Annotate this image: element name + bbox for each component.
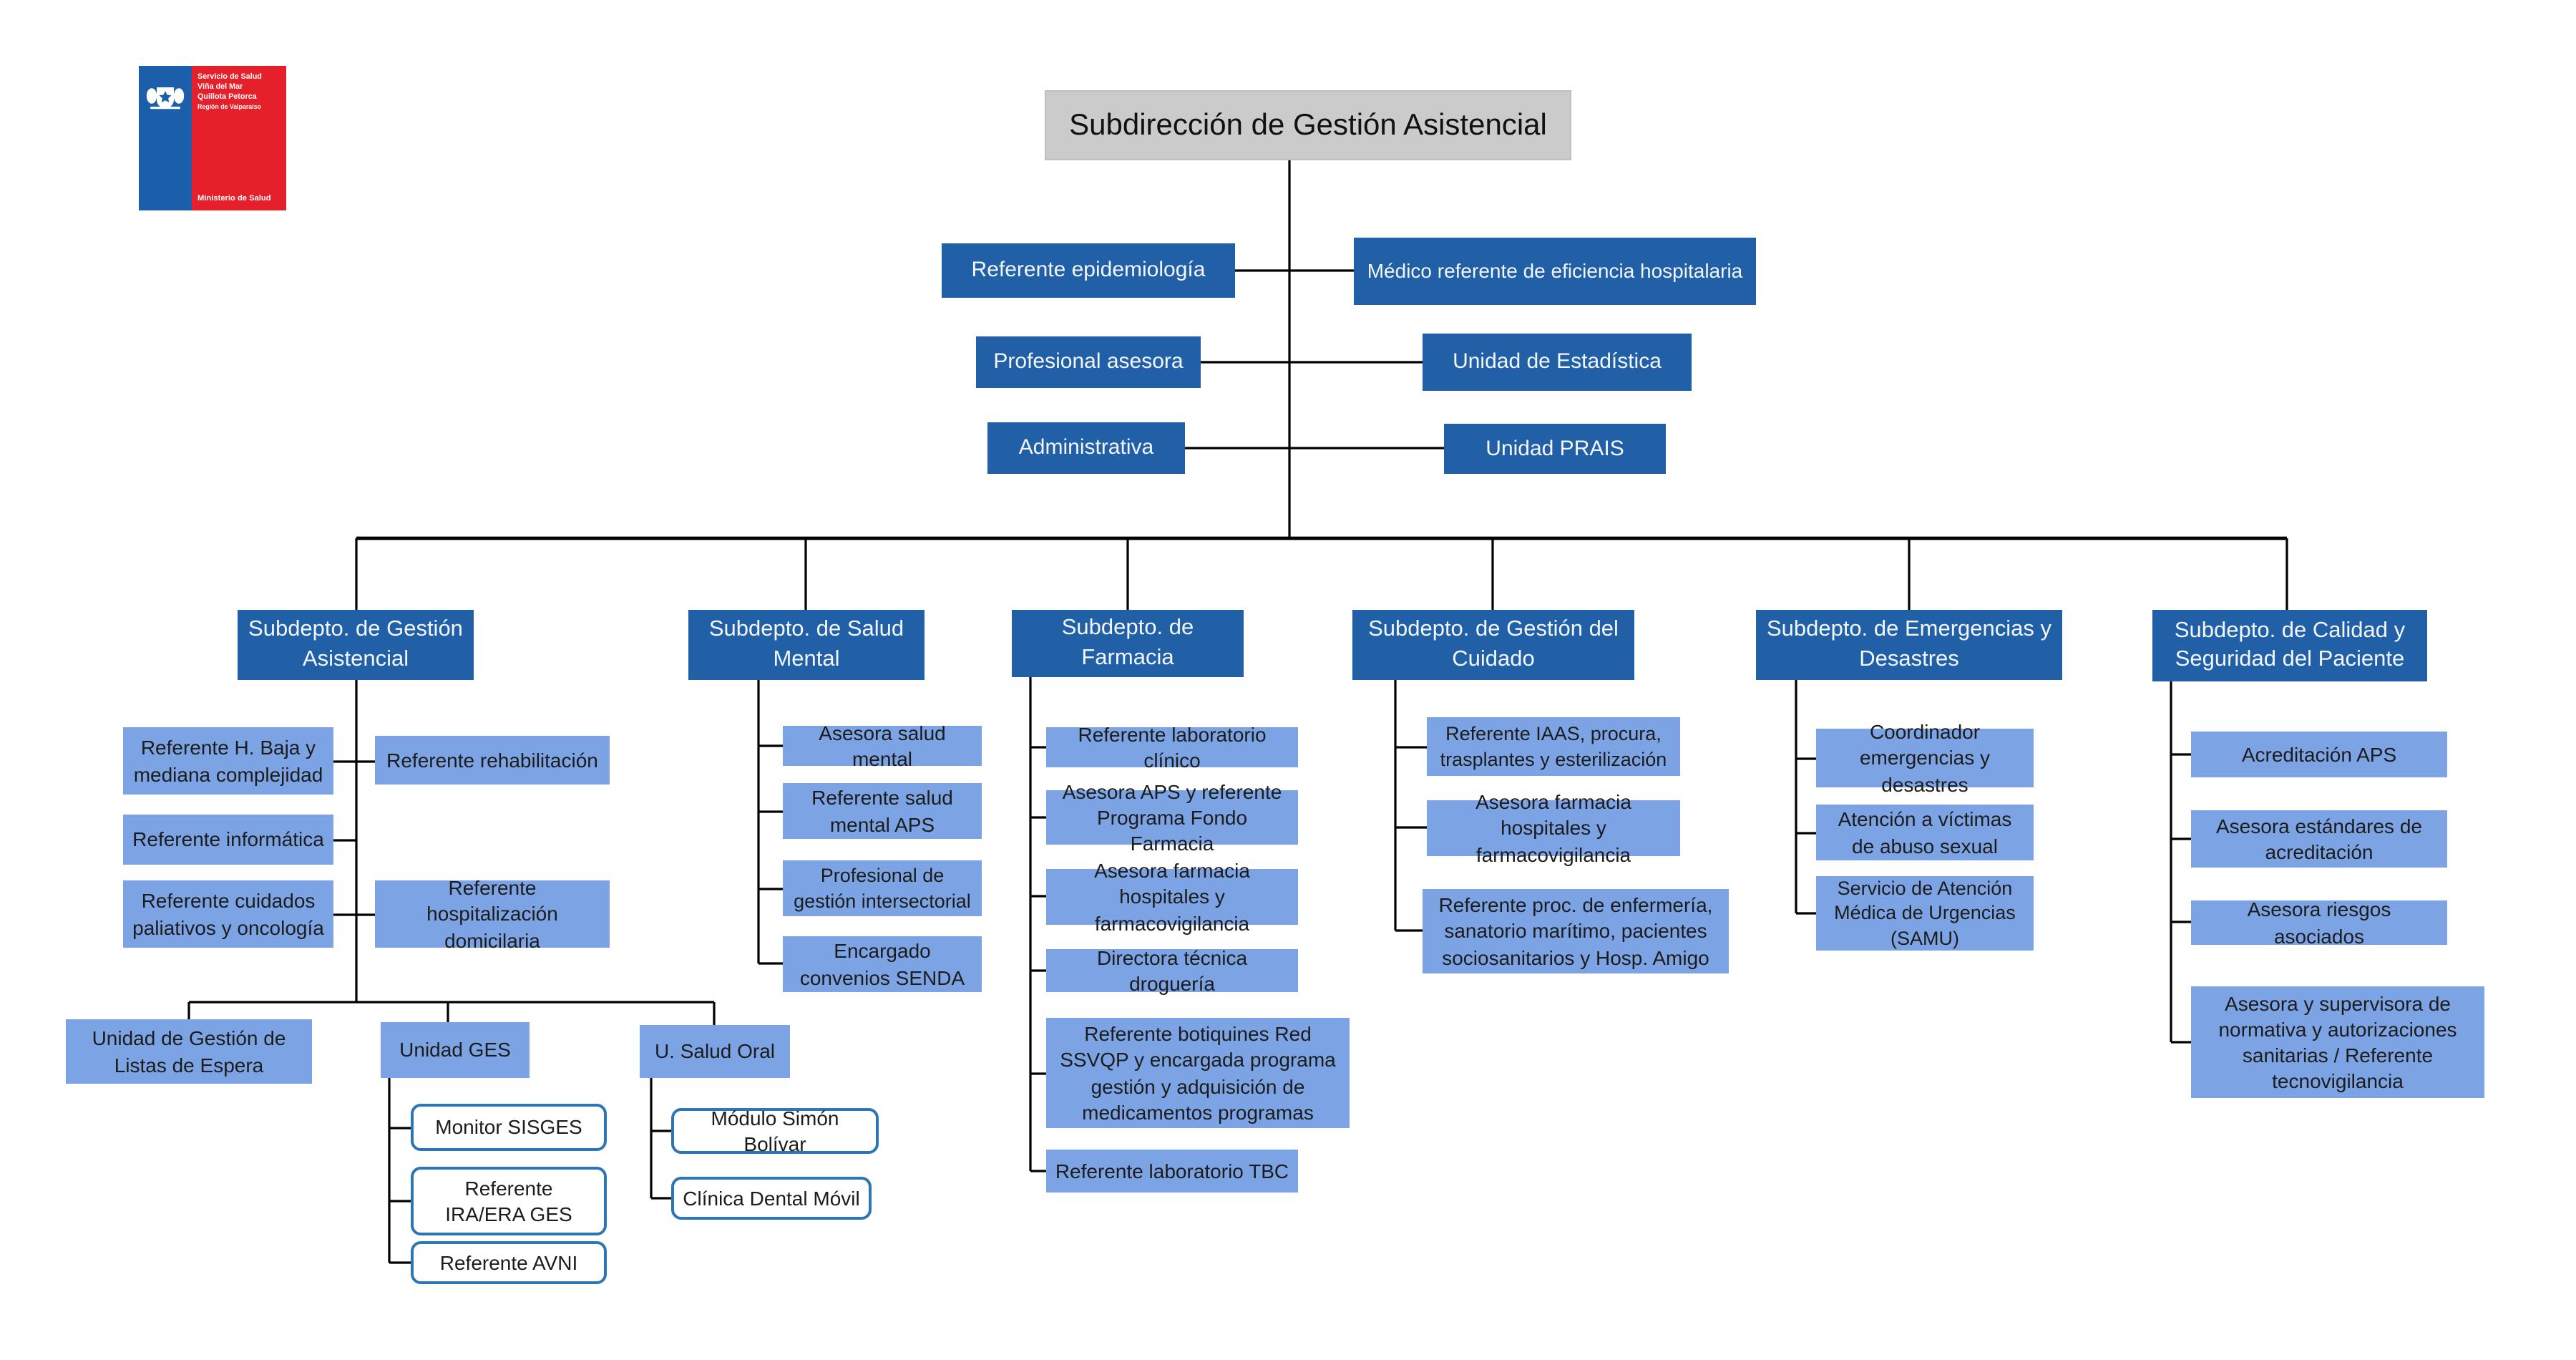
ref-rehabilitacion: Referente rehabilitación: [375, 736, 610, 785]
ref-ira-era-ges: Referente IRA/ERA GES: [411, 1167, 607, 1235]
ref-cuidados-paliativos: Referente cuidados paliativos y oncologí…: [123, 880, 333, 948]
ref-iaas-procura: Referente IAAS, procura, trasplantes y e…: [1427, 717, 1680, 776]
administrativa: Administrativa: [987, 422, 1185, 474]
logo-line-2: Viña del Mar: [197, 83, 243, 92]
medico-eficiencia-hospitalaria: Médico referente de eficiencia hospitala…: [1354, 238, 1756, 305]
ref-proc-enfermeria: Referente proc. de enfermería, sanatorio…: [1423, 889, 1729, 973]
ministry-logo: Servicio de Salud Viña del Mar Quillota …: [139, 66, 286, 210]
asesora-salud-mental: Asesora salud mental: [783, 722, 982, 770]
chart-title: Subdirección de Gestión Asistencial: [1045, 90, 1571, 160]
clinica-dental-movil: Clínica Dental Móvil: [671, 1177, 872, 1220]
atencion-victimas-abuso: Atención a víctimas de abuso sexual: [1816, 805, 2034, 860]
acreditacion-aps: Acreditación APS: [2191, 732, 2447, 777]
ref-laboratorio-clinico: Referente laboratorio clínico: [1046, 723, 1298, 772]
hdr-calidad-seguridad: Subdepto. de Calidad y Seguridad del Pac…: [2152, 610, 2427, 681]
ref-avni: Referente AVNI: [411, 1241, 607, 1284]
profesional-asesora: Profesional asesora: [976, 336, 1201, 388]
unidad-salud-oral: U. Salud Oral: [640, 1025, 790, 1078]
hdr-gestion-asistencial: Subdepto. de Gestión Asistencial: [238, 610, 474, 680]
asesora-normativa-tecnovigilancia: Asesora y supervisora de normativa y aut…: [2191, 986, 2484, 1098]
hdr-salud-mental: Subdepto. de Salud Mental: [688, 610, 924, 680]
logo-blue-panel: [139, 66, 192, 210]
encargado-senda: Encargado convenios SENDA: [783, 936, 982, 992]
logo-red-panel: Servicio de Salud Viña del Mar Quillota …: [192, 66, 286, 210]
directora-tecnica-drogueria: Directora técnica droguería: [1046, 946, 1298, 995]
ref-salud-mental-aps: Referente salud mental APS: [783, 783, 982, 839]
ref-h-baja-mediana: Referente H. Baja y mediana complejidad: [123, 727, 333, 795]
samu: Servicio de Atención Médica de Urgencias…: [1816, 876, 2034, 951]
modulo-simon-bolivar: Módulo Simón Bolívar: [671, 1107, 879, 1155]
unidad-ges: Unidad GES: [381, 1022, 530, 1078]
asesora-farmacia-hosp-c4: Asesora farmacia hospitales y farmacovig…: [1427, 790, 1680, 865]
asesora-riesgos: Asesora riesgos asociados: [2191, 898, 2447, 947]
prof-gestion-intersectorial: Profesional de gestión intersectorial: [783, 860, 982, 916]
logo-line-3: Quillota Petorca: [197, 93, 257, 102]
coordinador-emergencias: Coordinador emergencias y desastres: [1816, 720, 2034, 795]
hdr-emergencias-desastres: Subdepto. de Emergencias y Desastres: [1756, 610, 2062, 680]
hdr-farmacia: Subdepto. de Farmacia: [1012, 610, 1244, 677]
asesora-estandares: Asesora estándares de acreditación: [2191, 810, 2447, 868]
asesora-aps-fondo-farmacia: Asesora APS y referente Programa Fondo F…: [1046, 779, 1298, 855]
logo-region: Región de Valparaíso: [197, 103, 261, 111]
ref-hosp-domiciliaria: Referente hospitalización domicilaria: [375, 876, 610, 951]
asesora-farmacia-hosp-c3: Asesora farmacia hospitales y farmacovig…: [1046, 859, 1298, 934]
logo-footer: Ministerio de Salud: [197, 195, 271, 203]
ref-informatica: Referente informática: [123, 815, 333, 865]
logo-line-1: Servicio de Salud: [197, 73, 262, 82]
ref-botiquines-ssvqp: Referente botiquines Red SSVQP y encarga…: [1046, 1018, 1350, 1128]
coat-of-arms-icon: [146, 87, 185, 110]
hdr-gestion-cuidado: Subdepto. de Gestión del Cuidado: [1352, 610, 1634, 680]
ref-laboratorio-tbc: Referente laboratorio TBC: [1046, 1150, 1298, 1193]
referente-epidemiologia: Referente epidemiología: [942, 243, 1235, 298]
unidad-prais: Unidad PRAIS: [1444, 424, 1666, 474]
unidad-listas-espera: Unidad de Gestión de Listas de Espera: [66, 1019, 312, 1084]
unidad-estadistica: Unidad de Estadística: [1423, 334, 1692, 391]
monitor-sisges: Monitor SISGES: [411, 1104, 607, 1151]
